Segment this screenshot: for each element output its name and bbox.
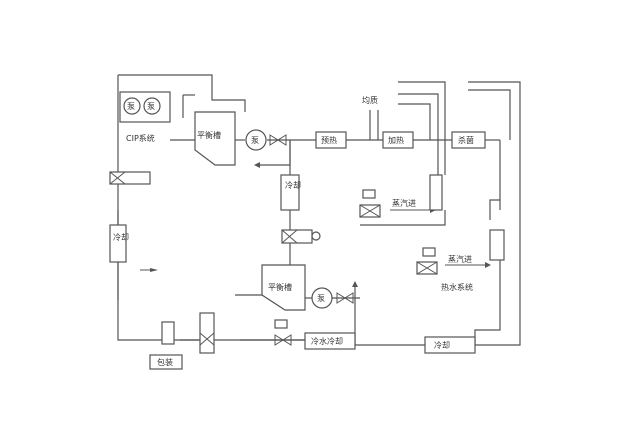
pump-top-icon — [245, 129, 267, 151]
cooling-mid-label: 冷却 — [285, 180, 301, 190]
cip-pump-2-label: 泵 — [147, 102, 155, 111]
cold-water-cooling-label: 冷水冷却 — [311, 336, 343, 346]
valve-bottom — [336, 292, 354, 304]
cooling-bottom-label: 冷却 — [434, 340, 450, 350]
cooling-left-unit: 冷却 — [109, 224, 129, 263]
cip-pump-2-icon — [143, 97, 161, 115]
heater-tube — [429, 174, 443, 211]
balance-tank-top: 平衡槽 — [194, 111, 236, 166]
cip-unit: 泵 泵 CIP系统 — [119, 91, 171, 143]
valve-top — [269, 134, 287, 146]
steam-inlet-1: 蒸汽进 — [359, 189, 436, 218]
pump-bottom-icon — [311, 287, 333, 309]
cold-water-cooling-unit: 冷水冷却 — [304, 332, 356, 350]
cooling-bottom-unit: 冷却 — [424, 336, 476, 354]
arrow-up — [352, 281, 358, 287]
pump-top: 泵 — [245, 129, 267, 151]
valve-mid-icon — [311, 231, 321, 241]
packaging-unit: 包装 — [149, 321, 183, 370]
pump-top-label: 泵 — [251, 136, 259, 145]
heating-label: 加热 — [388, 135, 404, 145]
pipe-network — [117, 74, 521, 346]
preheat-label: 预热 — [321, 135, 337, 145]
homogenize-label: 均质 — [362, 95, 378, 105]
arrow-left — [254, 162, 260, 168]
hot-water-system: 蒸汽进 热水系统 — [416, 229, 505, 292]
valve-packaging — [199, 312, 215, 354]
steam-in-2-label: 蒸汽进 — [448, 254, 472, 264]
cooling-mid-unit: 冷却 — [280, 174, 301, 211]
valve-cold-water — [274, 319, 292, 346]
valve-left — [109, 171, 151, 185]
cip-pump-1-icon — [123, 97, 141, 115]
balance-tank-top-label: 平衡槽 — [197, 130, 221, 140]
preheat-unit: 预热 — [315, 131, 347, 149]
cip-system-label: CIP系统 — [126, 133, 155, 143]
sterilize-unit: 杀菌 — [451, 131, 486, 149]
packaging-label: 包装 — [157, 357, 173, 367]
pump-bottom-label: 泵 — [317, 294, 325, 303]
heating-unit: 加热 — [382, 131, 414, 149]
arrow-right — [150, 268, 158, 272]
valve-mid — [281, 229, 321, 244]
hot-water-system-label: 热水系统 — [441, 282, 473, 292]
balance-tank-bottom: 平衡槽 — [261, 264, 306, 311]
pump-bottom: 泵 — [311, 287, 333, 309]
balance-tank-bottom-label: 平衡槽 — [268, 282, 292, 292]
cip-pump-1-label: 泵 — [127, 102, 135, 111]
steam-in-1-label: 蒸汽进 — [392, 198, 416, 208]
cooling-left-label: 冷却 — [113, 232, 129, 242]
sterilize-label: 杀菌 — [458, 135, 474, 145]
